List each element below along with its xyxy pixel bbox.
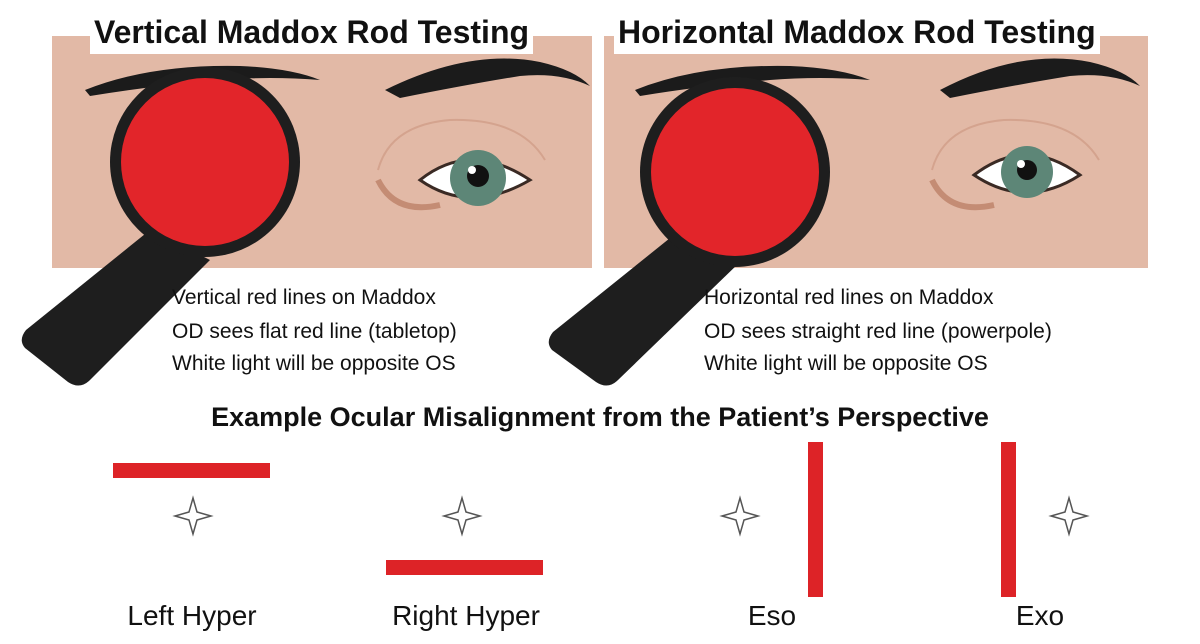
horizontal-desc-line-2: OD sees straight red line (powerpole)	[704, 320, 1052, 343]
right-hyper-label: Right Hyper	[392, 600, 540, 631]
maddox-rod-handle	[548, 230, 740, 386]
maddox-rod-lens	[121, 78, 289, 246]
eso-light-star-icon	[719, 495, 761, 537]
eso-label: Eso	[747, 600, 797, 631]
eye-socket	[377, 118, 546, 171]
maddox-rod-handle	[21, 230, 210, 386]
vertical-desc-line-3: White light will be opposite OS	[172, 352, 456, 375]
right-hyper-red-line	[386, 560, 543, 575]
exo-light-star-icon	[1048, 495, 1090, 537]
horizontal-desc-line-3: White light will be opposite OS	[704, 352, 988, 375]
eyebrow-left	[940, 58, 1140, 98]
vertical-panel-title: Vertical Maddox Rod Testing	[90, 10, 534, 54]
eso-red-line	[808, 442, 823, 597]
left-hyper-label: Left Hyper	[127, 600, 257, 631]
vertical-desc-line-2: OD sees flat red line (tabletop)	[172, 320, 457, 343]
vertical-desc-line-1: Vertical red lines on Maddox	[172, 286, 436, 309]
exo-label: Exo	[1015, 600, 1065, 631]
horizontal-panel-title: Horizontal Maddox Rod Testing	[614, 10, 1100, 54]
eyebrow-left	[385, 58, 590, 98]
maddox-rod-lens	[651, 88, 819, 256]
left-hyper-red-line	[113, 463, 270, 478]
horizontal-desc-line-1: Horizontal red lines on Maddox	[704, 286, 994, 309]
exo-red-line	[1001, 442, 1016, 597]
left-hyper-light-star-icon	[172, 495, 214, 537]
examples-heading: Example Ocular Misalignment from the Pat…	[211, 402, 989, 432]
right-hyper-light-star-icon	[441, 495, 483, 537]
eye-socket	[931, 118, 1100, 171]
